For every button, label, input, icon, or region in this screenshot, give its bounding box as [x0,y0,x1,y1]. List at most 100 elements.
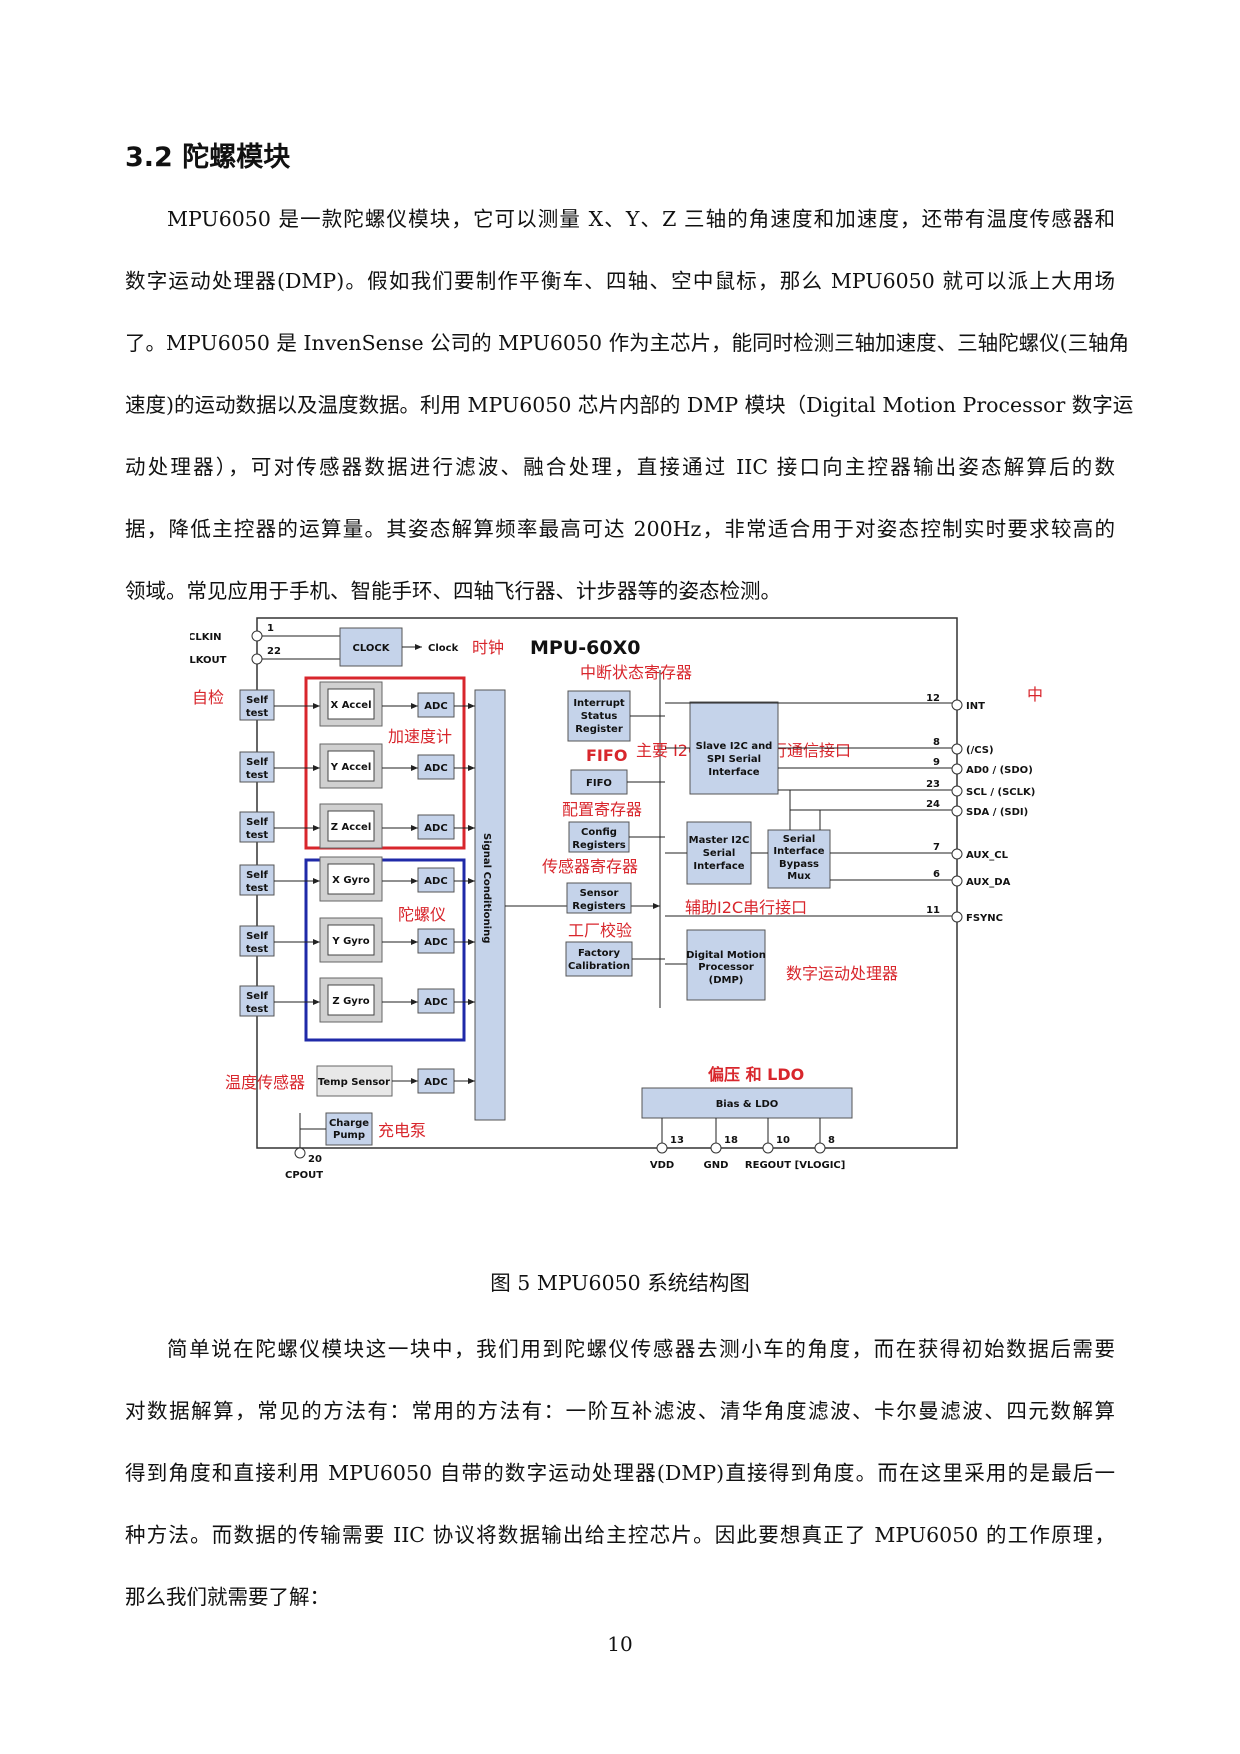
svg-text:Temp Sensor: Temp Sensor [318,1077,390,1088]
paragraph-intro: MPU6050 是一款陀螺仪模块，它可以测量 X、Y、Z 三轴的角速度和加速度，… [125,188,1133,622]
annotation-accelerometer: 加速度计 [388,727,452,746]
svg-text:Registers: Registers [572,901,626,912]
adc-block [417,754,455,780]
svg-text:Self: Self [246,757,268,768]
text-line: MPU6050 是一款陀螺仪模块，它可以测量 X、Y、Z 三轴的角速度和加速度，… [167,207,1115,231]
svg-text:Z Gyro: Z Gyro [332,996,369,1007]
svg-text:13: 13 [670,1135,684,1146]
svg-text:Self: Self [246,991,268,1002]
svg-text:9: 9 [933,757,940,768]
svg-text:Master I2C: Master I2C [689,835,750,846]
pin-label: SDA / (SDI) [966,807,1028,818]
self-test-block [239,925,275,957]
pin-label: (/CS) [966,745,994,756]
accelerometer-group-box [304,676,466,850]
signal-conditioning-block [474,689,506,1121]
annotation-sensor-registers: 传感器寄存器 [542,857,638,876]
pin-label: AUX_DA [966,877,1011,888]
svg-text:Self: Self [246,695,268,706]
text-line: 了。MPU6050 是 InvenSense 公司的 MPU6050 作为主芯片… [125,331,1130,355]
svg-text:8: 8 [828,1135,835,1146]
serial-interface-bypass-mux [767,829,831,889]
svg-text:Calibration: Calibration [568,961,630,972]
svg-text:7: 7 [933,842,940,853]
svg-text:Bias & LDO: Bias & LDO [716,1099,779,1110]
clock-out-label: Clock [428,643,459,654]
svg-text:Interface: Interface [693,861,744,872]
svg-text:10: 10 [776,1135,790,1146]
svg-text:ADC: ADC [424,1077,447,1088]
annotation-dmp: 数字运动处理器 [786,964,898,983]
svg-text:1: 1 [267,623,274,634]
clock-block [339,627,403,667]
chip-title: MPU-60X0 [530,637,640,659]
svg-text:(DMP): (DMP) [709,975,744,986]
svg-text:Register: Register [575,724,623,735]
pin-label: GND [704,1160,729,1171]
svg-text:ADC: ADC [424,823,447,834]
svg-text:Interface: Interface [773,846,824,857]
sensor-block [327,688,375,720]
annotation-self-check: 自检 [192,688,224,707]
svg-text:Self: Self [246,931,268,942]
svg-text:ADC: ADC [424,763,447,774]
temp-sensor-block [316,1065,393,1097]
svg-text:Y Gyro: Y Gyro [331,936,369,947]
self-test-block [239,864,275,896]
slave-i2c-spi-interface [689,701,779,795]
text-line: 动处理器），可对传感器数据进行滤波、融合处理，直接通过 IIC 接口向主控器输出… [125,455,1115,479]
svg-text:ADC: ADC [424,876,447,887]
svg-text:test: test [246,830,269,841]
text-line: 据，降低主控器的运算量。其姿态解算频率最高可达 200Hz，非常适合用于对姿态控… [125,517,1115,541]
adc-block [417,692,455,718]
svg-text:Slave I2C and: Slave I2C and [696,741,773,752]
text-line: 那么我们就需要了解： [125,1585,330,1609]
pin-clkin-label: CLKIN [190,632,222,643]
pin-clkout-label: CLKOUT [190,655,227,666]
svg-text:Config: Config [581,827,617,838]
page-number: 10 [607,1632,633,1656]
svg-text:Self: Self [246,817,268,828]
svg-text:6: 6 [933,869,940,880]
svg-text:Serial: Serial [703,848,736,859]
pin-label: SCL / (SCLK) [966,787,1035,798]
svg-text:Bypass: Bypass [779,859,819,870]
adc-block [417,814,455,840]
annotation-temp-sensor: 温度传感器 [225,1073,305,1092]
sensor-block [327,863,375,895]
svg-text:Digital Motion: Digital Motion [686,950,766,961]
annotation-gyroscope: 陀螺仪 [398,905,446,924]
annotation-factory: 工厂校验 [568,921,632,940]
svg-text:test: test [246,883,269,894]
svg-text:11: 11 [926,905,940,916]
adc-block [417,928,455,954]
pin-label: AUX_CL [966,850,1009,861]
pin-label: INT [966,701,985,712]
svg-text:Status: Status [581,711,618,722]
svg-text:Factory: Factory [578,948,621,959]
sensor-registers-block [566,882,632,914]
annotation-config: 配置寄存器 [562,800,642,819]
bias-ldo-block [641,1087,853,1119]
pin-label: [VLOGIC] [795,1160,846,1171]
svg-text:ADC: ADC [424,701,447,712]
factory-calibration-block [565,941,633,977]
paragraph-method: 简单说在陀螺仪模块这一块中，我们用到陀螺仪传感器去测小车的角度，而在获得初始数据… [125,1318,1115,1628]
annotation-interrupt-right: 中 [1027,685,1043,704]
annotation-aux-i2c: 辅助I2C串行接口 [685,898,807,917]
svg-text:20: 20 [308,1154,322,1165]
svg-text:Self: Self [246,870,268,881]
text-line: 数字运动处理器(DMP)。假如我们要制作平衡车、四轴、空中鼠标，那么 MPU60… [125,269,1115,293]
svg-text:Sensor: Sensor [580,888,619,899]
svg-text:12: 12 [926,693,940,704]
figure-caption: 图 5 MPU6050 系统结构图 [490,1271,750,1295]
svg-text:test: test [246,770,269,781]
annotation-bias: 偏压 和 LDO [708,1065,804,1084]
sensor-block [327,924,375,956]
text-line: 简单说在陀螺仪模块这一块中，我们用到陀螺仪传感器去测小车的角度，而在获得初始数据… [167,1337,1115,1361]
svg-text:Signal Conditioning: Signal Conditioning [481,833,492,943]
self-test-block [239,751,275,783]
